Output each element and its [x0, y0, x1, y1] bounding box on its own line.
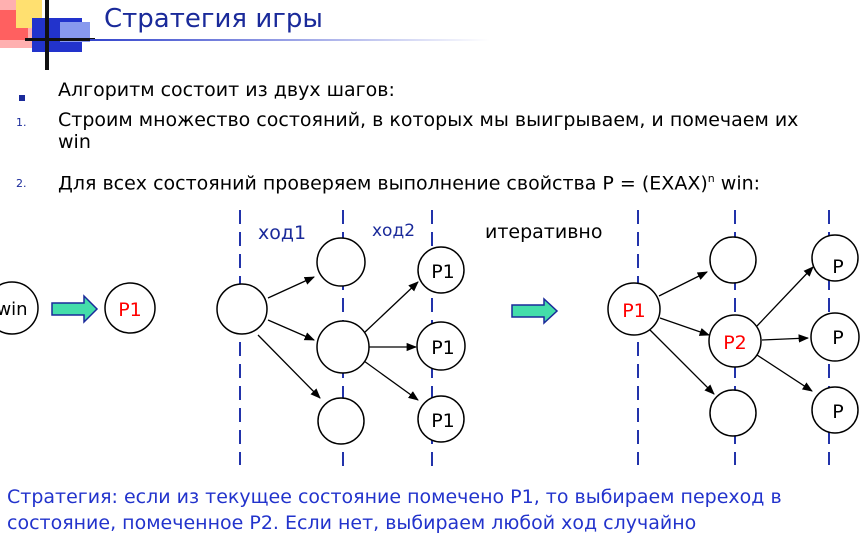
step-1-label: ход1: [258, 222, 306, 244]
p1-state-label: P1: [118, 299, 142, 321]
right-node-top: [709, 236, 757, 284]
step-2-label: ход2: [372, 221, 415, 241]
right-root-label: P1: [622, 300, 646, 322]
right-leaf-center: [810, 312, 860, 362]
bullet-square-icon: [19, 95, 25, 101]
iterative-arrow-icon: [511, 297, 559, 325]
middle-leaf-bottom: [417, 395, 465, 443]
middle-node-center: [316, 320, 370, 374]
arrow-right-icon: [51, 294, 99, 324]
step-1-marker: 1.: [16, 116, 27, 129]
middle-leaf-top-label: P1: [431, 261, 455, 283]
right-leaf-top-label: P: [832, 256, 843, 278]
step-2-marker: 2.: [16, 177, 27, 190]
p1-state-node: [104, 282, 156, 334]
title-underline: [90, 39, 490, 41]
step-2-superscript: n: [707, 172, 715, 185]
right-leaf-top: [811, 234, 859, 282]
step-2-text-end: win:: [714, 172, 761, 195]
strategy-description: Стратегия: если из текущее состояние пом…: [7, 484, 782, 536]
right-node-center: [708, 314, 762, 368]
middle-leaf-center-label: P1: [431, 337, 455, 359]
page-title: Стратегия игры: [104, 4, 323, 34]
right-root-node: [607, 282, 661, 336]
right-leaf-bottom: [811, 386, 859, 434]
middle-leaf-center: [416, 321, 466, 371]
step-1-text-cont: win: [58, 131, 91, 153]
middle-node-top: [316, 237, 366, 287]
iterative-label: итеративно: [485, 221, 602, 243]
intro-text: Алгоритм состоит из двух шагов:: [58, 79, 395, 101]
step-1-text: Строим множество состояний, в которых мы…: [58, 109, 799, 131]
right-leaf-center-label: P: [832, 327, 843, 349]
middle-root-node: [216, 283, 268, 335]
step-2-text: Для всех состояний проверяем выполнение …: [58, 168, 760, 194]
strategy-line-2: состояние, помеченное P2. Если нет, выби…: [7, 512, 697, 534]
middle-leaf-top: [417, 246, 465, 294]
middle-node-bottom: [317, 397, 365, 445]
strategy-line-1: Стратегия: если из текущее состояние пом…: [7, 486, 782, 508]
right-leaf-bottom-label: P: [832, 401, 843, 423]
win-state-node: [0, 281, 39, 335]
step-2-text-main: Для всех состояний проверяем выполнение …: [58, 172, 708, 195]
right-node-bottom: [709, 389, 757, 437]
middle-leaf-bottom-label: P1: [431, 410, 455, 432]
win-state-label: win: [0, 299, 28, 320]
slide-logo: [0, 0, 95, 70]
right-node-center-label: P2: [723, 332, 747, 354]
